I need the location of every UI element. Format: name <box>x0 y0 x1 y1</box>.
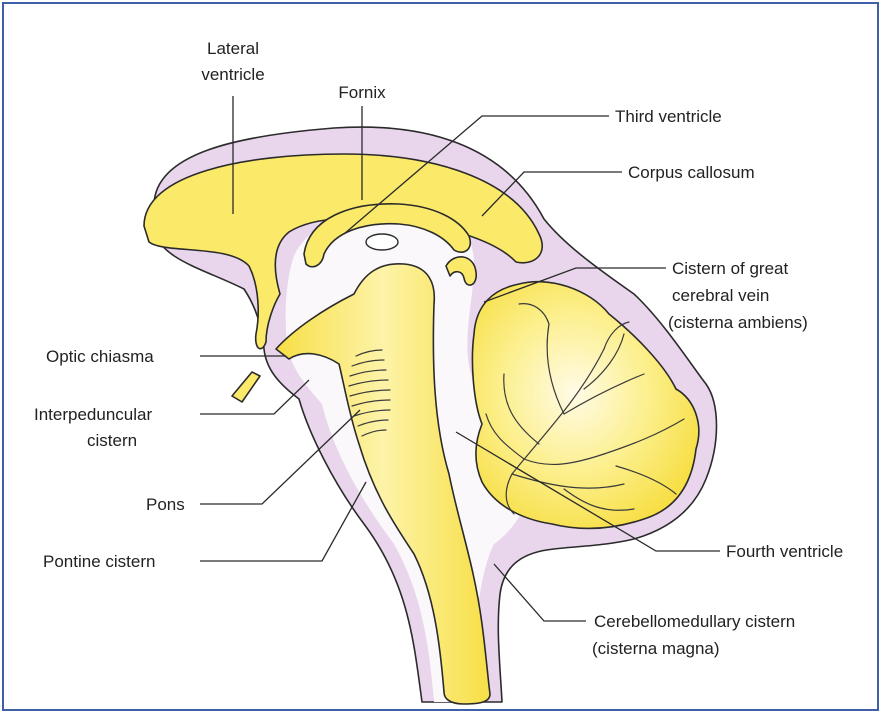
interthalamic-adhesion <box>366 234 398 250</box>
label-cistern-great-vein-3: (cisterna ambiens) <box>668 313 808 332</box>
label-lateral-ventricle-2: ventricle <box>201 65 264 84</box>
label-third-ventricle: Third ventricle <box>615 107 722 126</box>
label-cerebellomedullary-1: Cerebellomedullary cistern <box>594 612 795 631</box>
label-lateral-ventricle-1: Lateral <box>207 39 259 58</box>
label-optic-chiasma: Optic chiasma <box>46 347 154 366</box>
optic-nerve <box>232 372 260 402</box>
label-fourth-ventricle: Fourth ventricle <box>726 542 843 561</box>
label-interpeduncular-1: Interpeduncular <box>34 405 152 424</box>
label-pontine-cistern: Pontine cistern <box>43 552 155 571</box>
label-fornix: Fornix <box>338 83 386 102</box>
label-cistern-great-vein-2: cerebral vein <box>672 286 769 305</box>
label-corpus-callosum: Corpus callosum <box>628 163 755 182</box>
label-pons: Pons <box>146 495 185 514</box>
label-interpeduncular-2: cistern <box>87 431 137 450</box>
label-cerebellomedullary-2: (cisterna magna) <box>592 639 720 658</box>
label-cistern-great-vein-1: Cistern of great <box>672 259 788 278</box>
brain-sagittal-diagram: Lateral ventricle Fornix Third ventricle… <box>4 4 877 709</box>
leader-pontine-cistern <box>200 482 366 561</box>
